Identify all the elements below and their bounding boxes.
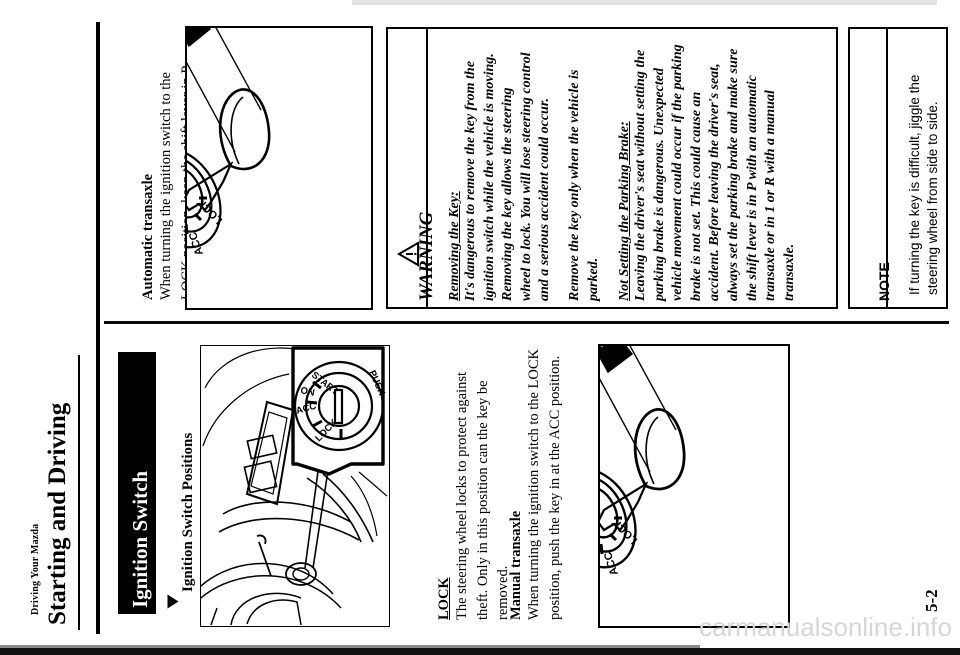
scan-artifact-bottom-gray [0,645,700,648]
page-title: Starting and Driving [44,402,71,625]
note-box-divider [886,29,888,307]
scan-artifact-top [352,0,937,5]
warning-box-divider [426,29,428,307]
section-banner [118,352,156,614]
title-underline-rule [78,355,80,630]
warning-paragraph-parking-brake-1: Leaving the driver's seat without settin… [633,44,797,301]
manual-transaxle-body: When turning the ignition switch to the … [526,348,563,620]
figure-frame-key-cylinder-top: START ON ACC LOCK [185,26,373,310]
dashboard-ignition-illustration: START ON ACC LOCK PUSH [201,346,388,625]
subsection-title: Ignition Switch Positions [180,432,196,592]
content-divider [104,321,949,324]
note-body: If turning the key is difficult, jiggle … [907,74,941,295]
figure-frame-key-cylinder-bottom: START ON ACC LOCK [598,344,790,628]
triangle-bullet-icon [167,594,179,609]
warning-paragraph-removing-key-1: It's dangerous to remove the key from th… [463,52,553,301]
warning-paragraph-removing-key-2: Remove the key only when the vehicle is … [567,69,601,301]
lock-body: The steering wheel locks to protect agai… [454,371,512,620]
scan-artifact-bottom [0,648,960,655]
note-title: NOTE [876,262,892,301]
svg-text:ON: ON [299,385,315,399]
page-spine-rule [96,22,100,634]
warning-triangle-icon [397,241,419,267]
figure-frame-dashboard: START ON ACC LOCK PUSH [200,345,390,627]
running-head: Driving Your Mazda [30,523,41,615]
warning-box: WARNING Removing the Key: It's dangerous… [386,27,838,309]
svg-text:ACC: ACC [295,401,318,417]
page-number: 5-2 [922,589,941,612]
section-banner-title: Ignition Switch [128,470,152,608]
note-box: NOTE If turning the key is difficult, ji… [848,27,948,309]
key-in-cylinder-illustration-bottom: START ON ACC LOCK [600,346,788,626]
warning-title-cell: WARNING [390,29,437,307]
key-in-cylinder-illustration-top: START ON ACC LOCK [187,28,371,308]
watermark: carmanualsonline.info [699,612,952,642]
